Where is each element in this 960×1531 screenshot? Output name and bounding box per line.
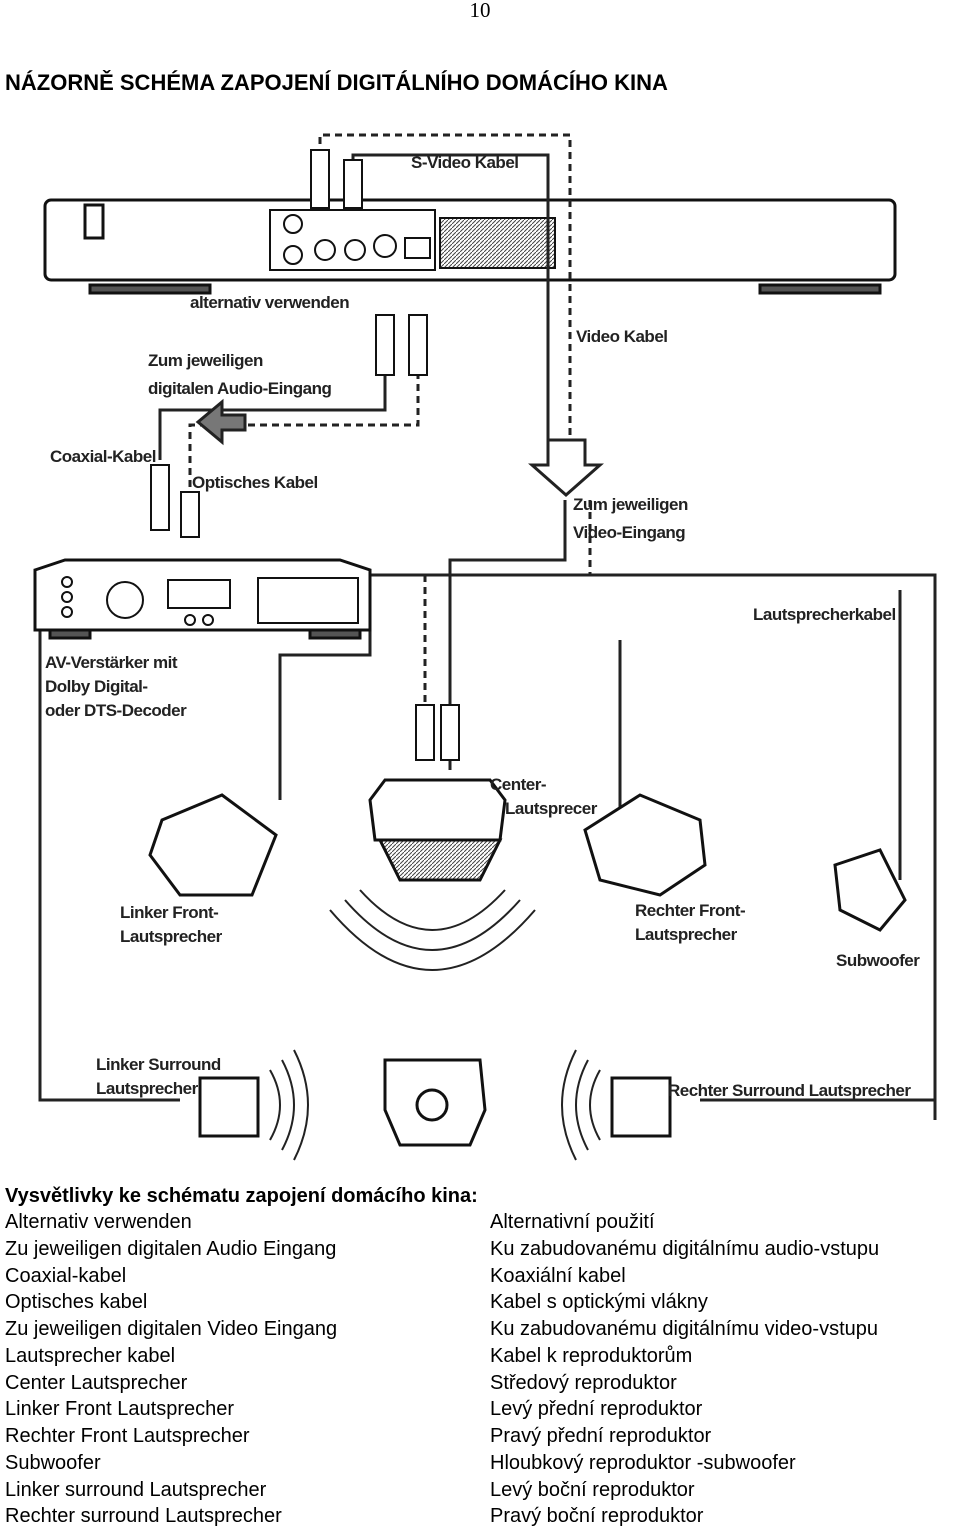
legend-term-cz: Alternativní použití [490, 1211, 655, 1233]
diagram-labels: S-Video Kabel alternativ verwenden Video… [45, 153, 921, 1100]
legend-row: Lautsprecher kabel Kabel k reproduktorům [5, 1343, 955, 1370]
legend-term-de: Rechter Front Lautsprecher [5, 1425, 250, 1447]
label-linker-surround-line2: Lautsprecher [96, 1079, 199, 1098]
legend-term-de: Coaxial-kabel [5, 1264, 127, 1287]
label-rechter-front-line1: Rechter Front- [635, 901, 745, 920]
legend-term-de: Zu jeweiligen digitalen Video Eingang [5, 1318, 338, 1340]
label-rechter-surround: Rechter Surround Lautsprecher [668, 1081, 911, 1100]
label-linker-front-line2: Lautsprecher [120, 927, 223, 946]
label-coaxial-kabel: Coaxial-Kabel [50, 447, 156, 466]
label-rechter-front-line2: Lautsprecher [635, 925, 738, 944]
legend-term-cz: Ku zabudovanému digitálnímu video-vstupu [490, 1318, 879, 1340]
legend-term-de: Optisches kabel [5, 1291, 148, 1314]
legend: Vysvětlivky ke schématu zapojení domácíh… [5, 1183, 955, 1530]
label-lautsprecherkabel: Lautsprecherkabel [753, 605, 896, 624]
legend-row: Rechter surround Lautsprecher Pravý boční… [5, 1503, 955, 1530]
legend-term-cz: Hloubkový reproduktor -subwoofer [490, 1451, 796, 1474]
legend-term-cz: Pravý boční reproduktor [490, 1505, 704, 1528]
legend-term-cz: Ku zabudovanému digitálnímu audio-vstupu [490, 1237, 880, 1260]
sound-waves [269, 889, 601, 1161]
legend-term-de: Linker Front Lautsprecher [5, 1398, 235, 1421]
legend-term-de: Alternativ verwenden [5, 1211, 192, 1233]
legend-heading: Vysvětlivky ke schématu zapojení domácíh… [5, 1185, 478, 1207]
legend-row: Rechter Front Lautsprecher Pravý přední r… [5, 1423, 955, 1450]
label-video-kabel: Video Kabel [576, 327, 668, 346]
legend-term-de: Lautsprecher kabel [5, 1344, 176, 1367]
legend-row: Coaxial-kabel Koaxiální kabel [5, 1263, 955, 1290]
legend-term-de: Subwoofer [5, 1451, 101, 1474]
legend-term-de: Linker surround Lautsprecher [5, 1478, 267, 1501]
label-av-receiver-line2: Dolby Digital- [45, 677, 148, 696]
label-linker-surround-line1: Linker Surround [96, 1055, 221, 1074]
plugs [150, 149, 460, 761]
legend-term-cz: Levý boční reproduktor [490, 1478, 695, 1501]
label-av-receiver-line3: oder DTS-Decoder [45, 701, 187, 720]
arrows [195, 398, 604, 498]
legend-term-de: Center Lautsprecher [5, 1371, 188, 1394]
legend-term-cz: Koaxiální kabel [490, 1264, 626, 1287]
legend-term-cz: Kabel k reproduktorům [490, 1344, 693, 1367]
page-number: 10 [469, 0, 491, 22]
label-video-eingang-line1: Zum jeweiligen [573, 495, 688, 514]
wiring-diagram: S-Video Kabel alternativ verwenden Video… [33, 133, 937, 1161]
label-video-eingang-line2: Video-Eingang [573, 523, 685, 542]
legend-row: Zu jeweiligen digitalen Audio Eingang Ku … [5, 1236, 955, 1263]
legend-row: Zu jeweiligen digitalen Video Eingang Ku … [5, 1316, 955, 1343]
label-s-video-kabel: S-Video Kabel [411, 153, 519, 172]
label-av-receiver-line1: AV-Verstärker mit [45, 653, 178, 672]
label-optisches-kabel: Optisches Kabel [192, 473, 318, 492]
label-audio-eingang-line2: digitalen Audio-Eingang [148, 379, 331, 398]
label-audio-eingang-line1: Zum jeweiligen [148, 351, 263, 370]
label-linker-front-line1: Linker Front- [120, 903, 218, 922]
legend-row: Linker Front Lautsprecher Levý přední rep… [5, 1396, 955, 1423]
legend-term-cz: Středový reproduktor [490, 1371, 677, 1394]
label-subwoofer: Subwoofer [836, 951, 920, 970]
legend-row: Subwoofer Hloubkový reproduktor -subwoofe… [5, 1450, 955, 1477]
legend-term-cz: Kabel s optickými vlákny [490, 1291, 708, 1314]
av-receiver [33, 558, 372, 640]
label-alternativ-verwenden: alternativ verwenden [190, 293, 349, 312]
legend-row: Center Lautsprecher Středový reproduktor [5, 1370, 955, 1397]
legend-row: Linker surround Lautsprecher Levý boční r… [5, 1477, 955, 1504]
legend-term-cz: Pravý přední reproduktor [490, 1425, 712, 1447]
label-center-line1: Center- [490, 775, 546, 794]
legend-row: Alternativ verwenden Alternativní použití [5, 1209, 955, 1236]
legend-term-de: Zu jeweiligen digitalen Audio Eingang [5, 1237, 337, 1260]
page-title: NÁZORNĚ SCHÉMA ZAPOJENÍ DIGITÁLNÍHO DOMÁ… [5, 70, 668, 95]
dvd-player [43, 198, 897, 295]
speakers [148, 778, 907, 1147]
label-center-line2: Lautsprecer [505, 799, 598, 818]
legend-term-de: Rechter surround Lautsprecher [5, 1505, 282, 1528]
legend-term-cz: Levý přední reproduktor [490, 1398, 703, 1421]
legend-row: Optisches kabel Kabel s optickými vlákny [5, 1289, 955, 1316]
